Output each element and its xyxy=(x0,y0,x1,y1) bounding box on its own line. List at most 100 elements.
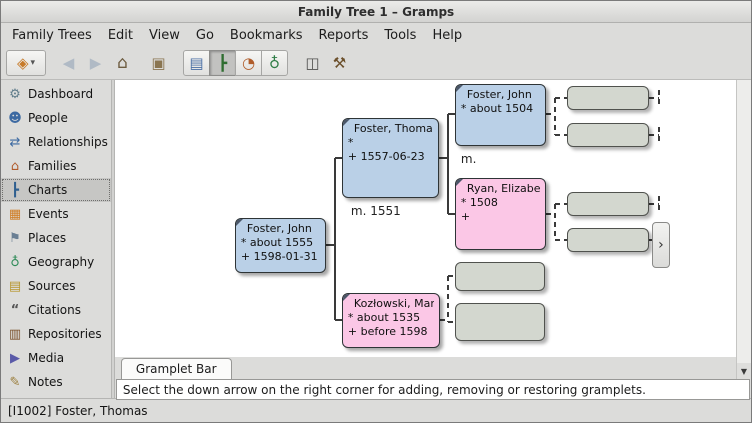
status-text: [I1002] Foster, Thomas xyxy=(8,403,148,418)
window-title: Family Tree 1 – Gramps xyxy=(297,4,455,19)
tools-button[interactable]: ⚒ xyxy=(332,54,347,72)
person-death: + 1557-06-23 xyxy=(347,150,425,163)
dashboard-icon: ⚙ xyxy=(9,86,21,102)
sidebar-item-places[interactable]: ⚑ Places xyxy=(1,226,111,250)
sidebar-item-label: Citations xyxy=(28,303,82,317)
sidebar-item-label: Charts xyxy=(28,183,68,197)
gramps-logo-button[interactable]: ◈ ▾ xyxy=(6,50,46,76)
families-icon: ⌂ xyxy=(10,158,20,174)
statusbar: [I1002] Foster, Thomas xyxy=(1,398,751,422)
chevron-down-icon: ▾ xyxy=(30,58,36,68)
sidebar-item-label: Notes xyxy=(28,375,63,389)
media-icon: ▶ xyxy=(10,350,20,366)
person-name: Foster, John xyxy=(246,222,312,235)
sidebar-item-label: Media xyxy=(28,351,65,365)
sidebar-item-families[interactable]: ⌂ Families xyxy=(1,154,111,178)
scrollbar-down-button[interactable]: ▼ xyxy=(737,363,751,379)
sidebar-item-label: Places xyxy=(28,231,67,245)
citations-icon: “ xyxy=(10,302,20,318)
menu-go[interactable]: Go xyxy=(195,27,214,43)
person-birth: * about 1535 xyxy=(347,311,421,324)
forward-button[interactable]: ▶ xyxy=(89,54,102,72)
sidebar-item-events[interactable]: ▦ Events xyxy=(1,202,111,226)
person-icon: ☻ xyxy=(8,110,22,126)
sidebar-item-relationships[interactable]: ⇄ Relationships xyxy=(1,130,111,154)
sidebar-item-geography[interactable]: ♁ Geography xyxy=(1,250,111,274)
back-button[interactable]: ◀ xyxy=(62,54,75,72)
geography-icon: ♁ xyxy=(10,254,20,270)
triangle-down-icon: ▼ xyxy=(740,366,748,376)
sidebar-item-sources[interactable]: ▤ Sources xyxy=(1,274,111,298)
gramplet-bar-message: Select the down arrow on the right corne… xyxy=(115,379,750,400)
notes-icon: ✎ xyxy=(9,374,21,390)
sidebar-item-dashboard[interactable]: ⚙ Dashboard xyxy=(1,82,111,106)
relationships-icon: ⇄ xyxy=(9,134,21,150)
view-geography-button[interactable]: ♁ xyxy=(261,50,288,76)
marriage-label: m. xyxy=(460,152,477,166)
sidebar-item-label: Relationships xyxy=(28,135,108,149)
navigator-sidebar: ⚙ Dashboard ☻ People ⇄ Relationships ⌂ F… xyxy=(1,80,112,398)
person-birth: * 1508 xyxy=(460,196,498,209)
view-fanchart-button[interactable]: ◔ xyxy=(235,50,262,76)
menu-family-trees[interactable]: Family Trees xyxy=(12,27,92,43)
sidebar-item-notes[interactable]: ✎ Notes xyxy=(1,370,111,394)
sidebar-item-media[interactable]: ▶ Media xyxy=(1,346,111,370)
gramps-logo-icon: ◈ xyxy=(16,54,29,72)
view-list-button[interactable]: ▤ xyxy=(183,50,210,76)
empty-person-box[interactable] xyxy=(566,86,649,110)
sources-icon: ▤ xyxy=(8,278,22,294)
person-box-foster-john-1555[interactable]: Foster, John * about 1555 + 1598-01-31 xyxy=(234,218,326,273)
menu-edit[interactable]: Edit xyxy=(107,27,134,43)
events-icon: ▦ xyxy=(8,206,22,222)
titlebar[interactable]: Family Tree 1 – Gramps xyxy=(1,1,751,23)
view-pedigree-button[interactable]: ┣ xyxy=(209,50,236,76)
menu-bookmarks[interactable]: Bookmarks xyxy=(229,27,303,43)
vertical-scrollbar[interactable]: ▼ xyxy=(736,80,751,379)
pane-splitter[interactable] xyxy=(111,80,115,398)
person-birth: * about 1555 xyxy=(240,236,314,249)
clipboard-button[interactable]: ▣ xyxy=(151,54,166,72)
menu-tools[interactable]: Tools xyxy=(384,27,417,43)
expand-generations-button[interactable]: › xyxy=(651,222,670,268)
sidebar-item-label: Repositories xyxy=(28,327,102,341)
pedigree-view: Foster, John * about 1555 + 1598-01-31 F… xyxy=(114,80,751,400)
sidebar-item-label: Dashboard xyxy=(28,87,94,101)
sidebar-item-repositories[interactable]: ▥ Repositories xyxy=(1,322,111,346)
sidebar-item-charts[interactable]: ┣ Charts xyxy=(1,178,111,202)
empty-person-box[interactable] xyxy=(454,262,545,291)
menu-help[interactable]: Help xyxy=(432,27,463,43)
sidebar-item-citations[interactable]: “ Citations xyxy=(1,298,111,322)
person-birth: * xyxy=(347,136,354,149)
person-name: Foster, Thomas xyxy=(353,122,433,135)
person-death: + 1598-01-31 xyxy=(240,250,318,263)
person-box-kozlowski-margret[interactable]: Kozłowski, Margret * about 1535 + before… xyxy=(341,293,440,348)
empty-person-box[interactable] xyxy=(454,303,545,341)
pedigree-connectors xyxy=(325,90,660,323)
gramplet-bar: Gramplet Bar xyxy=(114,357,751,379)
marriage-label: m. 1551 xyxy=(350,204,401,218)
person-box-foster-john-1504[interactable]: Foster, John * about 1504 xyxy=(454,84,546,146)
sidebar-item-people[interactable]: ☻ People xyxy=(1,106,111,130)
empty-person-box[interactable] xyxy=(566,123,649,147)
person-name: Kozłowski, Margret xyxy=(353,297,434,310)
person-name: Foster, John xyxy=(466,88,532,101)
person-death: + before 1598 xyxy=(347,325,428,338)
places-icon: ⚑ xyxy=(9,230,21,246)
empty-person-box[interactable] xyxy=(566,228,649,252)
menu-view[interactable]: View xyxy=(149,27,180,43)
home-button[interactable]: ⌂ xyxy=(117,53,128,73)
empty-person-box[interactable] xyxy=(566,192,649,216)
sidebar-item-label: Events xyxy=(28,207,69,221)
toolbar: ◈ ▾ ◀ ▶ ⌂ ▣ ▤ ┣ ◔ ♁ ◫ ⚒ xyxy=(1,47,751,80)
person-box-ryan-elizabeth[interactable]: Ryan, Elizabeth * 1508 + xyxy=(454,178,546,250)
menu-reports[interactable]: Reports xyxy=(318,27,369,43)
menubar: Family Trees Edit View Go Bookmarks Repo… xyxy=(1,23,751,47)
content-area: ⚙ Dashboard ☻ People ⇄ Relationships ⌂ F… xyxy=(1,80,751,400)
gramplet-bar-tab[interactable]: Gramplet Bar xyxy=(120,358,232,379)
chevron-right-icon: › xyxy=(658,237,664,253)
person-birth: * about 1504 xyxy=(460,102,534,115)
reports-button[interactable]: ◫ xyxy=(305,54,320,72)
person-box-foster-thomas[interactable]: Foster, Thomas * + 1557-06-23 xyxy=(341,118,439,198)
pedigree-chart: Foster, John * about 1555 + 1598-01-31 F… xyxy=(114,80,751,357)
